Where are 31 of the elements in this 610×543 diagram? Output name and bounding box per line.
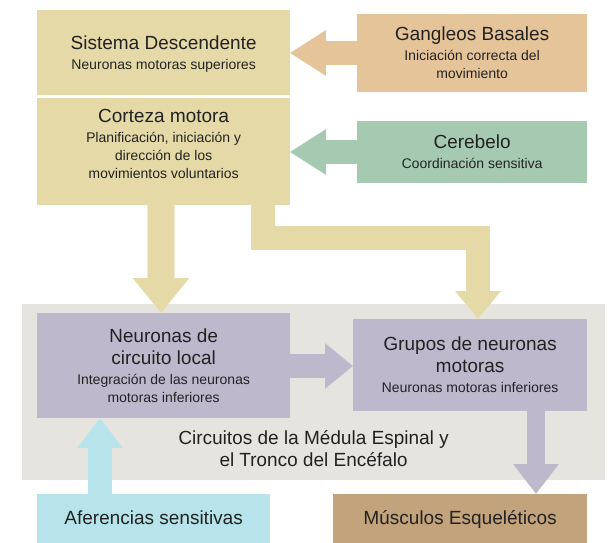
box-title: Neuronas de circuito local <box>108 326 219 370</box>
process-box <box>357 14 587 92</box>
box-title: Sistema Descendente <box>70 32 256 54</box>
process-box <box>37 10 290 95</box>
process-box <box>37 313 290 418</box>
block-arrow <box>290 129 357 175</box>
region-label: Circuitos de la Médula Espinal y el Tronco del Encéfalo <box>177 428 450 472</box>
process-box <box>37 494 270 543</box>
block-arrow <box>513 411 559 494</box>
block-arrow <box>290 30 357 76</box>
process-box <box>333 494 587 543</box>
box-title: Grupos de neuronas motoras <box>382 334 558 378</box>
box-title: Corteza motora <box>98 106 229 128</box>
block-arrow <box>290 343 353 389</box>
process-box <box>357 121 587 183</box>
box-title: Cerebelo <box>433 132 511 154</box>
box-text: Coordinación sensitiva <box>402 154 542 172</box>
process-box <box>353 319 587 411</box>
box-text: Planificación, iniciación y dirección de los movimientos voluntarios <box>85 128 242 182</box>
box-text: Iniciación correcta del movimiento <box>403 46 541 82</box>
box-title: Músculos Esqueléticos <box>363 508 557 530</box>
block-arrow <box>77 418 123 494</box>
block-arrow <box>132 205 190 313</box>
box-title: Aferencias sensitivas <box>64 508 243 530</box>
block-arrow <box>251 205 501 319</box>
box-text: Neuronas motoras superiores <box>71 54 256 72</box>
box-title: Gangleos Basales <box>394 24 550 46</box>
box-text: Neuronas motoras inferiores <box>382 378 558 396</box>
process-box <box>37 98 290 205</box>
box-text: Integración de las neuronas motoras inferiores <box>76 370 251 406</box>
region-panel <box>22 304 605 480</box>
